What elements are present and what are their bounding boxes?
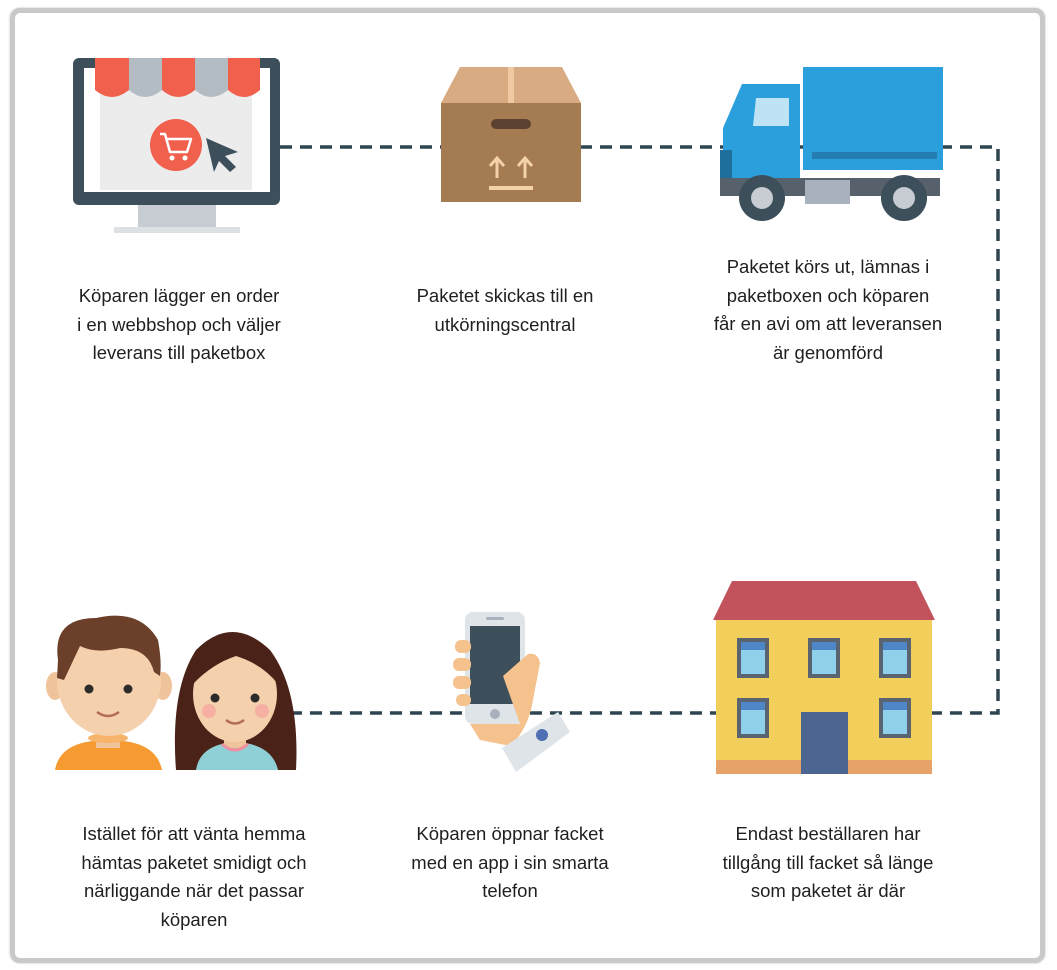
flow-connector-line	[280, 145, 1000, 715]
step-caption-order: Köparen lägger en order i en webbshop oc…	[77, 285, 281, 363]
delivery-truck-icon	[720, 67, 943, 221]
step-caption-delivery: Paketet körs ut, lämnas i paketboxen och…	[713, 256, 943, 363]
step-caption-access: Endast beställaren har tillgång till fac…	[722, 823, 934, 901]
package-box-icon	[441, 67, 581, 202]
step-caption-pickup: Istället för att vänta hemma hämtas pake…	[81, 823, 307, 930]
webshop-monitor-icon	[73, 58, 280, 233]
step-caption-dispatch: Paketet skickas till en utkörningscentra…	[416, 285, 594, 335]
smartphone-hand-icon	[453, 612, 570, 772]
apartment-building-icon	[713, 581, 935, 774]
step-caption-open: Köparen öppnar facket med en app i sin s…	[411, 823, 609, 901]
couple-avatars-icon	[46, 615, 297, 770]
